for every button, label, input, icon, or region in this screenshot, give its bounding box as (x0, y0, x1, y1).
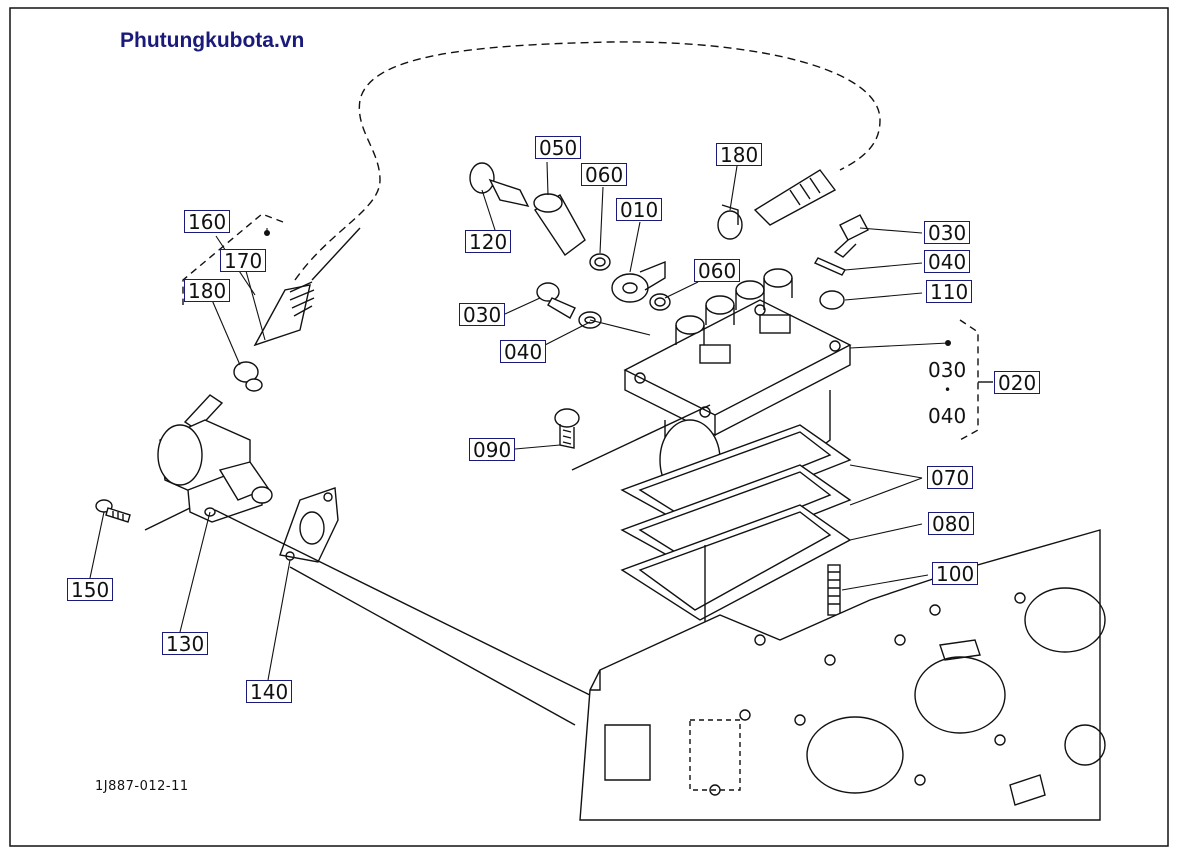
bolt-150 (95, 499, 131, 523)
bolt-030-left (536, 282, 576, 319)
callout-050[interactable]: 050 (535, 136, 582, 160)
banjo-010 (611, 260, 666, 303)
callout-040-left[interactable]: 040 (500, 340, 547, 364)
callout-170[interactable]: 170 (220, 249, 267, 273)
pump-plungers (675, 268, 793, 345)
washer-060b (649, 293, 671, 311)
stud-100 (827, 564, 841, 616)
callout-100[interactable]: 100 (932, 562, 979, 586)
callout-090[interactable]: 090 (469, 438, 516, 462)
callout-060-lower[interactable]: 060 (694, 259, 741, 283)
cable-end-right (753, 169, 837, 226)
cable-loop (294, 41, 881, 281)
callout-180-left[interactable]: 180 (184, 279, 231, 303)
callout-160[interactable]: 160 (184, 210, 231, 234)
washer-040-right (813, 257, 847, 276)
dot-020 (945, 340, 951, 346)
callout-030-right[interactable]: 030 (924, 221, 971, 245)
callout-060-upper[interactable]: 060 (581, 163, 628, 187)
bolt-090 (554, 408, 580, 449)
callout-010[interactable]: 010 (616, 198, 663, 222)
washer-060a (589, 253, 611, 271)
nut-110 (819, 290, 845, 310)
stop-solenoid-130 (157, 419, 273, 523)
callout-120[interactable]: 120 (465, 230, 512, 254)
callout-130[interactable]: 130 (162, 632, 209, 656)
knob-120 (469, 162, 530, 207)
bolt-030-right (833, 214, 869, 258)
callout-020[interactable]: 020 (994, 371, 1041, 395)
callout-040-right[interactable]: 040 (924, 250, 971, 274)
watermark-title: Phutungkubota.vn (120, 29, 305, 52)
group-bracket-left (182, 213, 284, 305)
cable-end-170 (253, 227, 361, 347)
gasket-070-lower (620, 464, 852, 566)
gasket-140 (279, 487, 339, 563)
clamp-180-right (717, 204, 743, 240)
fitting-050 (533, 193, 586, 257)
callout-180-right[interactable]: 180 (716, 143, 763, 167)
group-020-to: 040 (928, 404, 967, 428)
callout-140[interactable]: 140 (246, 680, 293, 704)
clamp-180-left (233, 361, 263, 392)
group-020-separator: • (944, 383, 952, 397)
drawing-code: 1J887-012-11 (95, 779, 189, 794)
gasket-070-upper (620, 424, 852, 526)
dot-160 (264, 230, 270, 236)
callout-110[interactable]: 110 (926, 280, 973, 304)
callout-070[interactable]: 070 (927, 466, 974, 490)
callout-030-left[interactable]: 030 (459, 303, 506, 327)
group-020-from: 030 (928, 358, 967, 382)
callout-080[interactable]: 080 (928, 512, 975, 536)
leader-lines (89, 161, 949, 681)
callout-150[interactable]: 150 (67, 578, 114, 602)
border-frame (9, 7, 1169, 847)
engine-block (579, 529, 1106, 821)
